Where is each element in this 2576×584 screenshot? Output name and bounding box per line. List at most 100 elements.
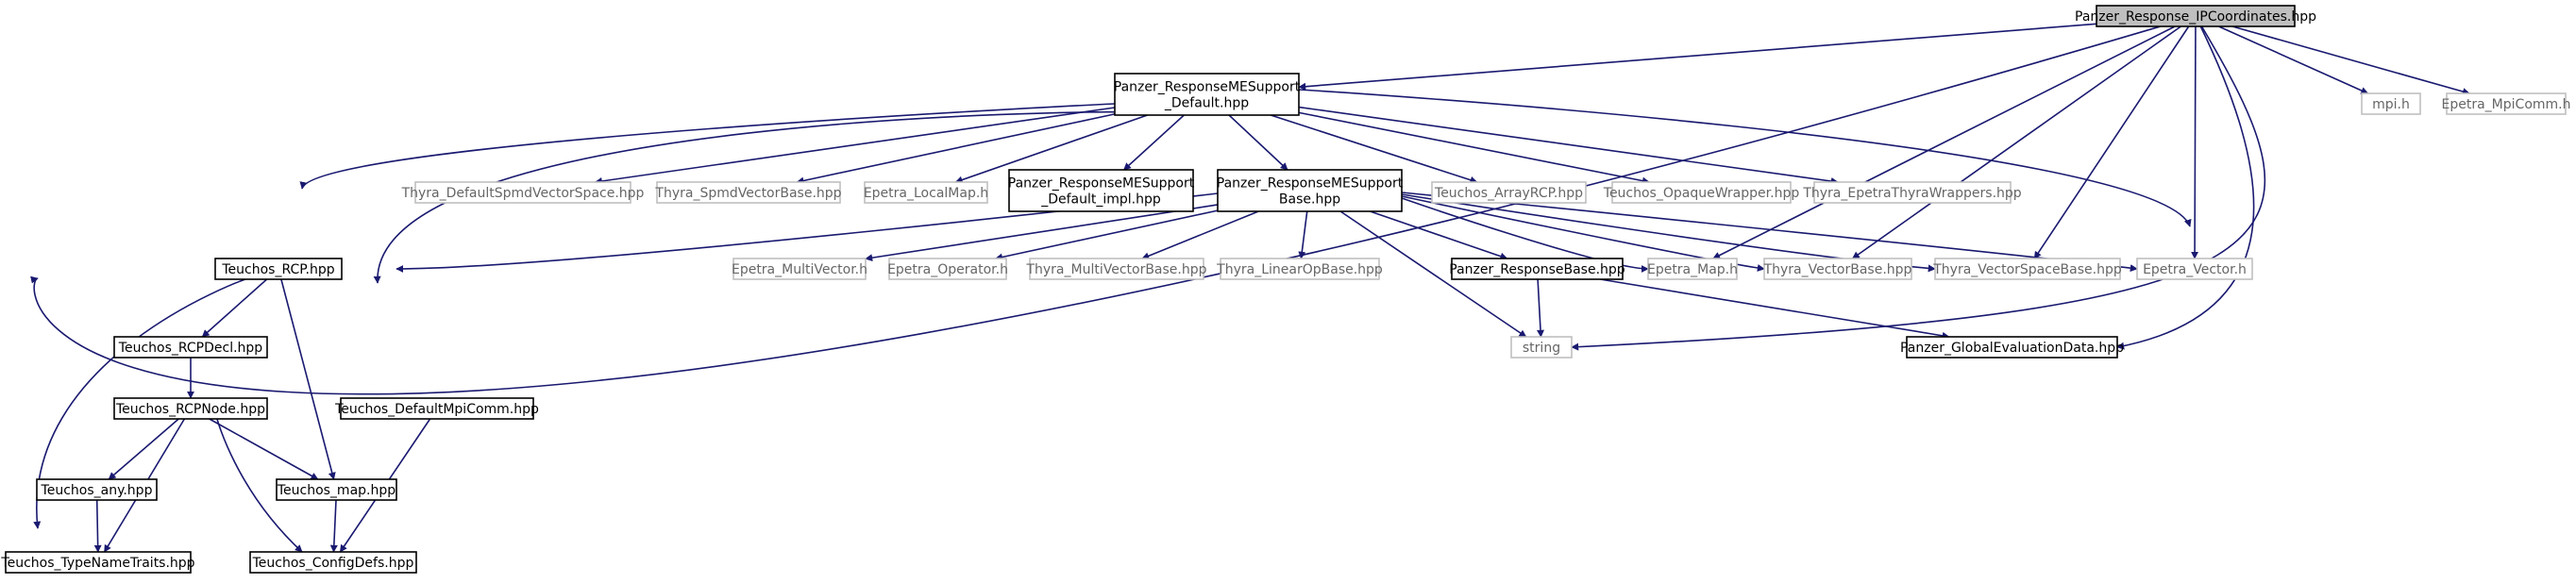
edge-teuchos-rcpnode-to-teuchos-configdefs [216, 418, 303, 553]
node-box [864, 181, 988, 204]
edge-teuchos-rcp-to-teuchos-map [280, 278, 336, 480]
node-box [1008, 169, 1194, 212]
node-box [414, 181, 631, 204]
edge-support-default-to-teuchos-arrayrcp [1270, 114, 1478, 184]
edge-support-default-to-teuchos-defaultmpicomm [373, 110, 1116, 284]
node-box [1029, 258, 1204, 280]
edge-support-default-to-thyra-epetrathyra [1298, 106, 1839, 185]
node-box [113, 397, 268, 420]
node-teuchos-arrayrcp: Teuchos_ArrayRCP.hpp [1431, 181, 1587, 204]
node-thyra-vectorbase: Thyra_VectorBase.hpp [1763, 258, 1912, 280]
node-box [1510, 336, 1573, 359]
node-teuchos-any[interactable]: Teuchos_any.hpp [36, 478, 158, 501]
edge-root-to-thyra-vectorbase [1851, 25, 2181, 259]
node-panzer-globaleval[interactable]: Panzer_GlobalEvaluationData.hpp [1900, 336, 2124, 359]
edge-root-to-epetra-mpicomm [2231, 25, 2470, 95]
node-box [2446, 92, 2567, 115]
node-box [2361, 92, 2421, 115]
node-label: Thyra_MultiVectorBase.hpp [1025, 262, 1206, 277]
edge-support-base-to-epetra-operator [995, 209, 1219, 261]
edge-support-default-to-epetra-localmap [954, 114, 1148, 184]
edge-support-default-to-support-base [1228, 114, 1288, 171]
node-thyra-vectorspacebase: Thyra_VectorSpaceBase.hpp [1932, 258, 2122, 280]
node-thyra-linearopbase: Thyra_LinearOpBase.hpp [1216, 258, 1383, 280]
node-string: string [1510, 336, 1573, 359]
node-teuchos-rcpdecl[interactable]: Teuchos_RCPDecl.hpp [113, 336, 268, 359]
edge-support-default-to-thyra-spmdvectorbase [796, 113, 1116, 185]
node-label: Teuchos_DefaultMpiComm.hpp [334, 402, 539, 417]
edge-root-to-epetra-map [1712, 25, 2176, 259]
node-label: Teuchos_TypeNameTraits.hpp [0, 556, 194, 571]
edge-root-to-teuchos-rcp [30, 25, 2161, 395]
node-label: Panzer_GlobalEvaluationData.hpp [1900, 341, 2124, 356]
node-box [2096, 5, 2296, 27]
edge-root-to-mpi-h [2218, 25, 2369, 94]
edge-teuchos-rcp-to-teuchos-rcpdecl [201, 278, 268, 338]
node-box [1813, 181, 2012, 204]
edge-support-default-to-support-default-impl [1123, 114, 1185, 171]
edge-support-default-to-epetra-vector [1298, 89, 2192, 227]
node-teuchos-rcpnode[interactable]: Teuchos_RCPNode.hpp [113, 397, 268, 420]
node-teuchos-map[interactable]: Teuchos_map.hpp [276, 478, 397, 501]
node-box [1934, 258, 2121, 280]
node-epetra-multivector: Epetra_MultiVector.h [732, 258, 867, 280]
edge-teuchos-rcpnode-to-teuchos-any [108, 418, 179, 480]
node-root[interactable]: Panzer_Response_IPCoordinates.hpp [2075, 5, 2316, 27]
node-support-default[interactable]: Panzer_ResponseMESupport_Default.hpp [1114, 73, 1301, 116]
node-label: Teuchos_any.hpp [41, 483, 153, 498]
node-label: Teuchos_RCP.hpp [221, 262, 334, 277]
edge-support-base-to-epetra-map [1401, 197, 1649, 273]
node-label: Panzer_ResponseMESupport [1008, 176, 1195, 192]
node-thyra-spmdvectorbase: Thyra_SpmdVectorBase.hpp [654, 181, 842, 204]
node-box [1906, 336, 2118, 359]
node-label: Teuchos_RCPDecl.hpp [118, 341, 263, 356]
node-box [1431, 181, 1587, 204]
node-label: Panzer_Response_IPCoordinates.hpp [2075, 9, 2316, 25]
edge-root-to-string [1571, 25, 2266, 351]
node-box [5, 551, 192, 574]
node-label: Epetra_LocalMap.h [864, 186, 988, 201]
node-box [276, 478, 397, 501]
edge-support-base-to-thyra-linearopbase [1298, 210, 1308, 259]
edge-support-default-to-teuchos-opaque [1298, 111, 1650, 185]
node-label: Panzer_ResponseMESupport [1217, 176, 1404, 192]
node-box [656, 181, 841, 204]
node-box [1611, 181, 1792, 204]
file-nodes: Panzer_Response_IPCoordinates.hppPanzer_… [0, 5, 2570, 574]
node-epetra-localmap: Epetra_LocalMap.h [864, 181, 988, 204]
node-box [2136, 258, 2253, 280]
node-teuchos-rcp[interactable]: Teuchos_RCP.hpp [214, 258, 343, 280]
node-label: Epetra_Map.h [1647, 262, 1738, 277]
node-thyra-multivectorbase: Thyra_MultiVectorBase.hpp [1025, 258, 1207, 280]
node-thyra-epetrathyra: Thyra_EpetraThyraWrappers.hpp [1802, 181, 2022, 204]
node-epetra-mpicomm: Epetra_MpiComm.h [2442, 92, 2570, 115]
node-label: Teuchos_ConfigDefs.hpp [252, 556, 414, 571]
node-label: Teuchos_ArrayRCP.hpp [1434, 186, 1583, 201]
edge-root-to-thyra-vectorspacebase [2033, 25, 2190, 259]
node-epetra-vector: Epetra_Vector.h [2136, 258, 2253, 280]
node-support-default-impl[interactable]: Panzer_ResponseMESupport_Default_impl.hp… [1008, 169, 1195, 212]
node-label: Thyra_VectorBase.hpp [1763, 262, 1912, 277]
edge-root-to-support-default [1298, 23, 2097, 91]
node-thyra-defaultspmd: Thyra_DefaultSpmdVectorSpace.hpp [401, 181, 645, 204]
node-label: Epetra_MultiVector.h [732, 262, 867, 277]
edge-root-to-panzer-globaleval [2116, 25, 2255, 350]
node-teuchos-defaultmpicomm[interactable]: Teuchos_DefaultMpiComm.hpp [334, 397, 539, 420]
node-panzer-responsebase[interactable]: Panzer_ResponseBase.hpp [1449, 258, 1625, 280]
node-box [1220, 258, 1380, 280]
node-label: Thyra_VectorSpaceBase.hpp [1932, 262, 2122, 277]
node-box [340, 397, 534, 420]
node-box [888, 258, 1007, 280]
node-teuchos-typenametraits[interactable]: Teuchos_TypeNameTraits.hpp [0, 551, 195, 574]
edge-root-to-epetra-vector [2191, 25, 2199, 259]
edge-teuchos-any-to-teuchos-typenametraits [93, 499, 102, 553]
node-label: Epetra_Operator.h [887, 262, 1008, 277]
node-label: Thyra_EpetraThyraWrappers.hpp [1802, 186, 2021, 201]
node-teuchos-opaque: Teuchos_OpaqueWrapper.hpp [1603, 181, 1799, 204]
node-teuchos-configdefs[interactable]: Teuchos_ConfigDefs.hpp [249, 551, 417, 574]
node-epetra-operator: Epetra_Operator.h [887, 258, 1008, 280]
node-label: Panzer_ResponseMESupport [1114, 80, 1301, 95]
node-label: Teuchos_map.hpp [277, 483, 396, 498]
